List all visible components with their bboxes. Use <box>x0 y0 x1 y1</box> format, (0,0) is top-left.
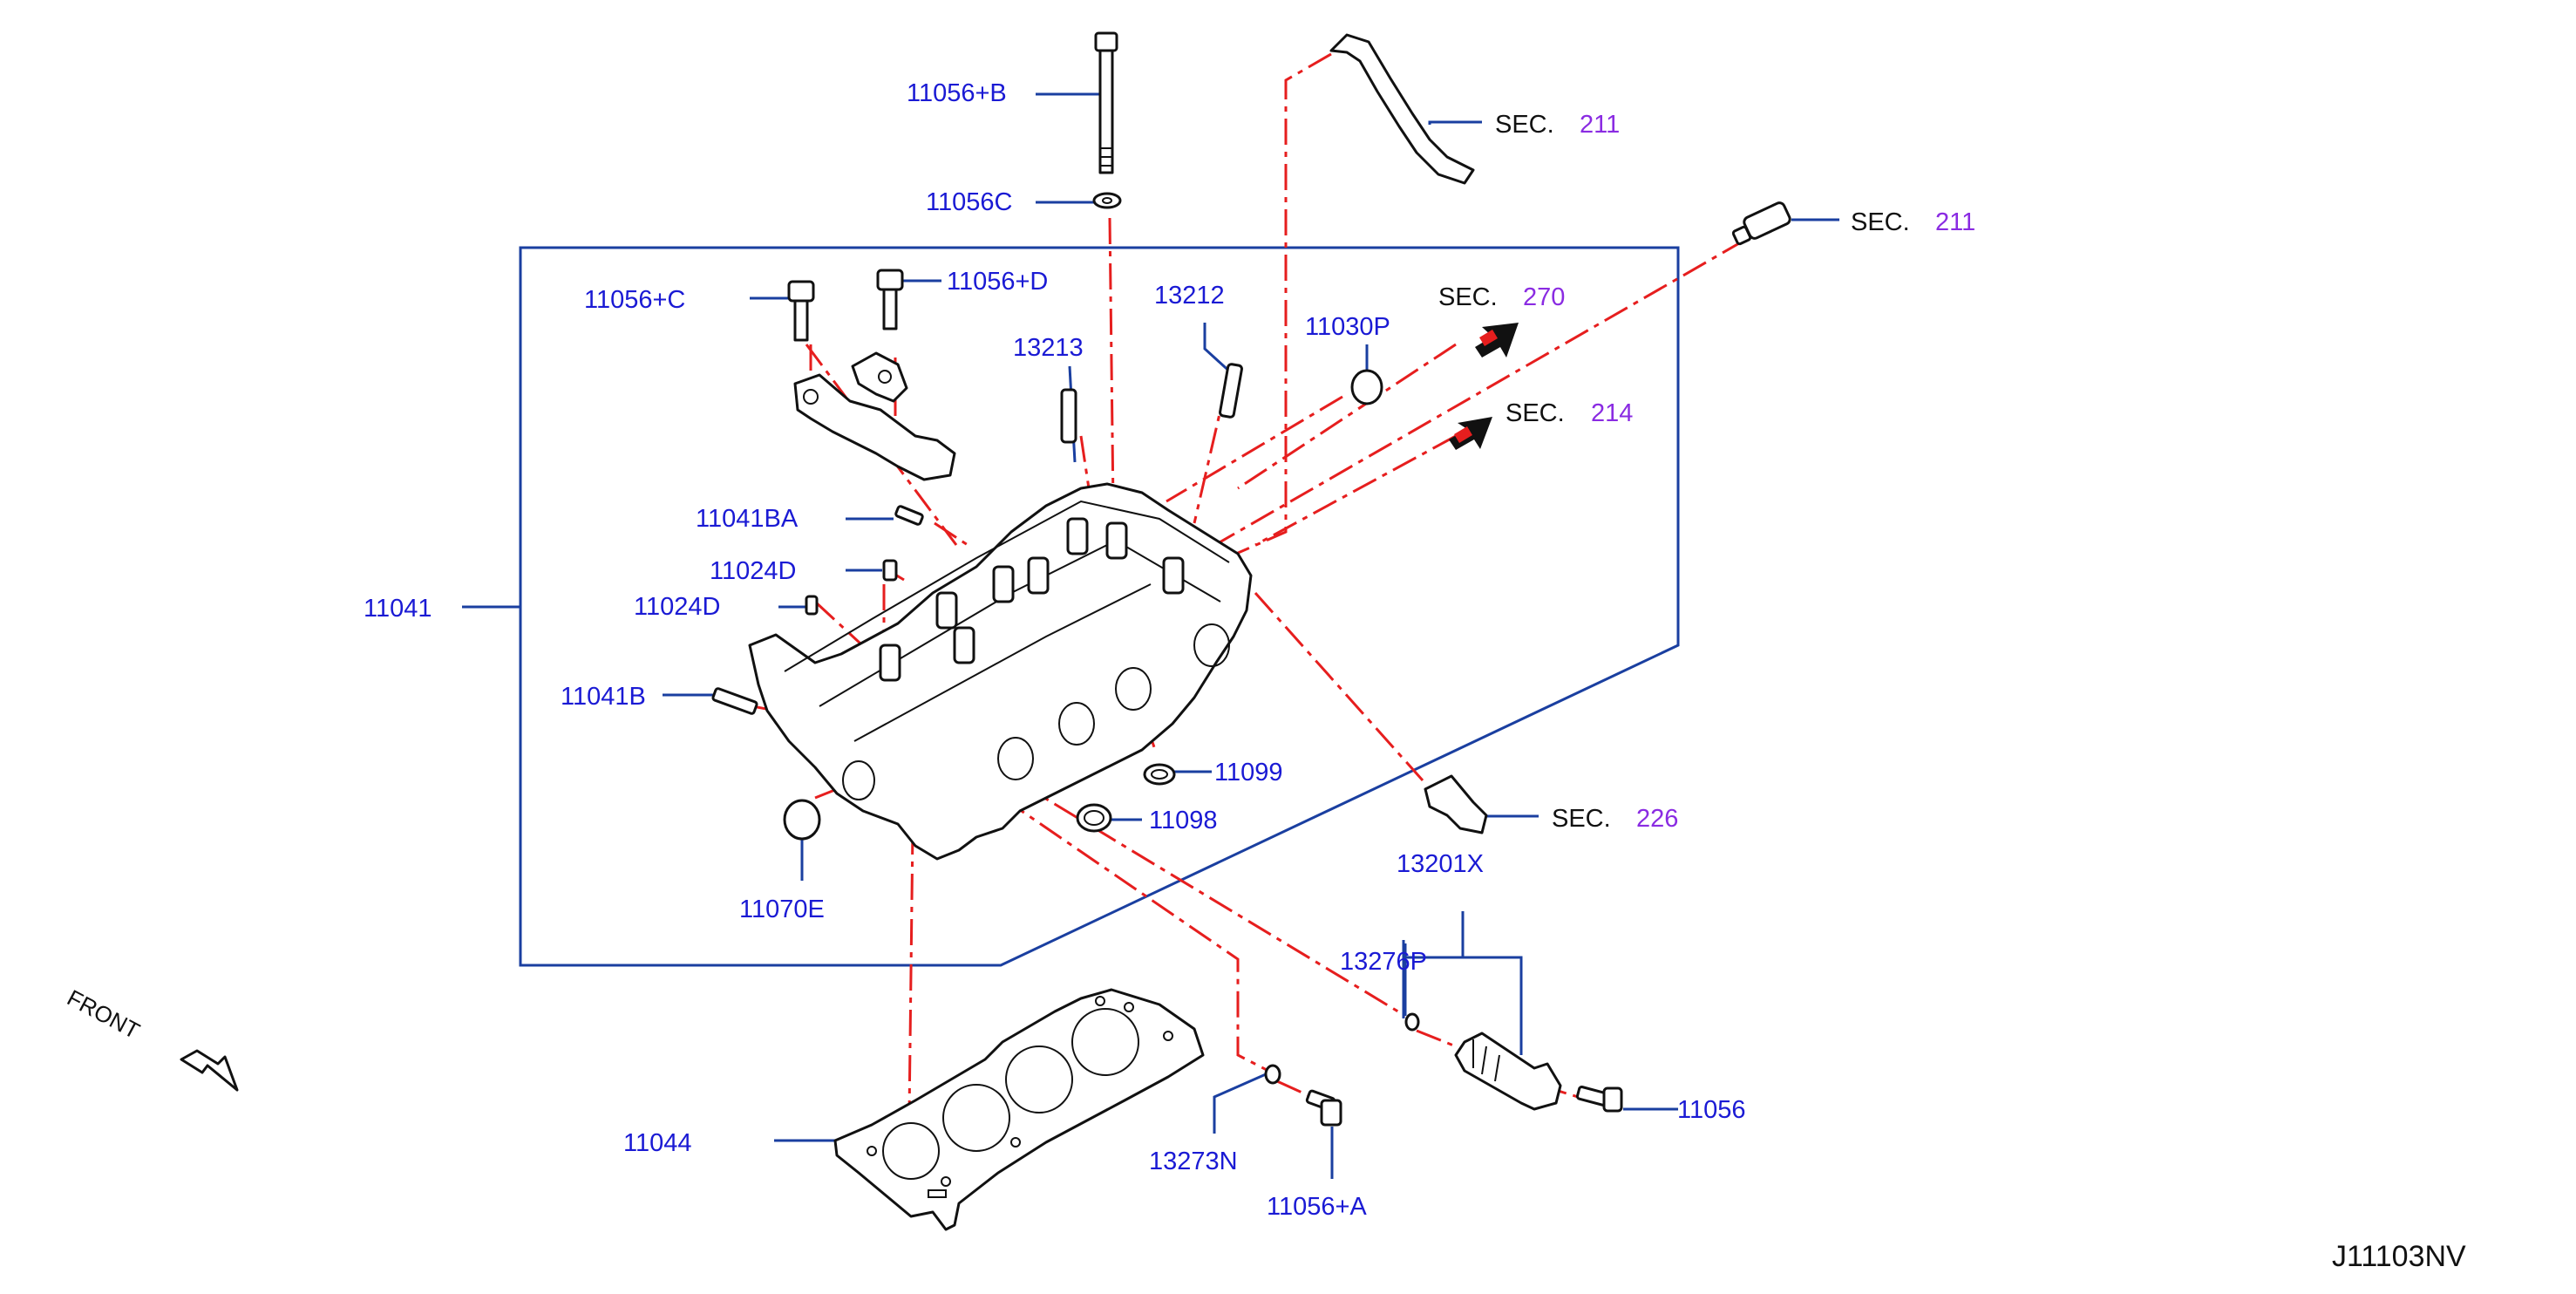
bolt-11056-b <box>1094 31 1118 174</box>
label-11099: 11099 <box>1214 759 1283 787</box>
o-ring-13273n <box>1264 1064 1281 1085</box>
sec-number-270[interactable]: 270 <box>1523 283 1565 311</box>
front-label: FRONT <box>63 984 144 1045</box>
plug-11030p <box>1350 369 1383 405</box>
bolt-11056 <box>1575 1086 1623 1113</box>
stud-11041b <box>711 687 758 715</box>
sec-label-270: SEC. <box>1438 283 1498 311</box>
sec-label-226: SEC. <box>1552 805 1611 833</box>
label-13273n: 13273N <box>1149 1148 1238 1175</box>
arrow-sec-214 <box>1449 417 1492 450</box>
sensor-sec-211 <box>1731 201 1791 246</box>
sec-number-hose[interactable]: 211 <box>1580 111 1620 139</box>
label-11056-d: 11056+D <box>947 268 1048 296</box>
cylinder-head-11041 <box>748 482 1253 861</box>
sec-label-sensor: SEC. <box>1851 208 1910 236</box>
bolt-11056-a <box>1305 1089 1342 1127</box>
sec-label-hose: SEC. <box>1495 111 1554 139</box>
label-11041ba: 11041BA <box>696 505 799 533</box>
pipe-13212 <box>1219 363 1243 419</box>
hose-sec-211 <box>1329 33 1475 185</box>
sec-number-214[interactable]: 214 <box>1591 399 1633 427</box>
bolt-11056-c <box>787 280 815 342</box>
label-13201x: 13201X <box>1397 850 1484 878</box>
sec-number-226[interactable]: 226 <box>1636 805 1678 833</box>
label-11041b: 11041B <box>561 683 646 711</box>
label-13276p: 13276P <box>1340 948 1427 976</box>
washer-11056c <box>1092 192 1122 209</box>
front-arrow <box>180 1049 239 1092</box>
gasket-11044 <box>833 988 1205 1231</box>
assembly-boundary <box>519 246 1680 967</box>
label-11070e: 11070E <box>739 896 825 923</box>
label-11044: 11044 <box>623 1129 692 1157</box>
diagram-code: J11103NV <box>2332 1240 2466 1273</box>
leader-lines <box>462 92 1839 1179</box>
label-11024d-a: 11024D <box>710 557 796 585</box>
label-11056-a: 11056+A <box>1267 1193 1367 1221</box>
label-11056c: 11056C <box>926 188 1012 216</box>
label-11056-c: 11056+C <box>584 286 685 314</box>
label-11098: 11098 <box>1149 807 1218 834</box>
dowel-11024d-a <box>882 559 898 582</box>
valve-13201x <box>1404 1012 1562 1111</box>
bolt-11056-d <box>876 269 904 330</box>
arrow-sec-270 <box>1475 323 1519 358</box>
seal-11099 <box>1143 763 1176 786</box>
label-11030p: 11030P <box>1305 313 1390 341</box>
pipe-13213 <box>1060 388 1077 444</box>
camshaft-bracket <box>793 351 956 481</box>
plug-11070e <box>783 799 821 841</box>
sec-label-214: SEC. <box>1505 399 1565 427</box>
sensor-sec-226 <box>1424 774 1488 834</box>
label-13212: 13212 <box>1154 282 1225 310</box>
label-11056: 11056 <box>1677 1096 1746 1124</box>
stud-11041ba <box>894 505 924 526</box>
seal-11098 <box>1076 803 1112 833</box>
label-11056-b: 11056+B <box>907 79 1007 107</box>
label-11041: 11041 <box>364 595 432 623</box>
label-11024d-b: 11024D <box>634 593 720 621</box>
label-13213: 13213 <box>1013 334 1084 362</box>
dowel-11024d-b <box>805 595 819 616</box>
sec-number-sensor[interactable]: 211 <box>1935 208 1975 236</box>
